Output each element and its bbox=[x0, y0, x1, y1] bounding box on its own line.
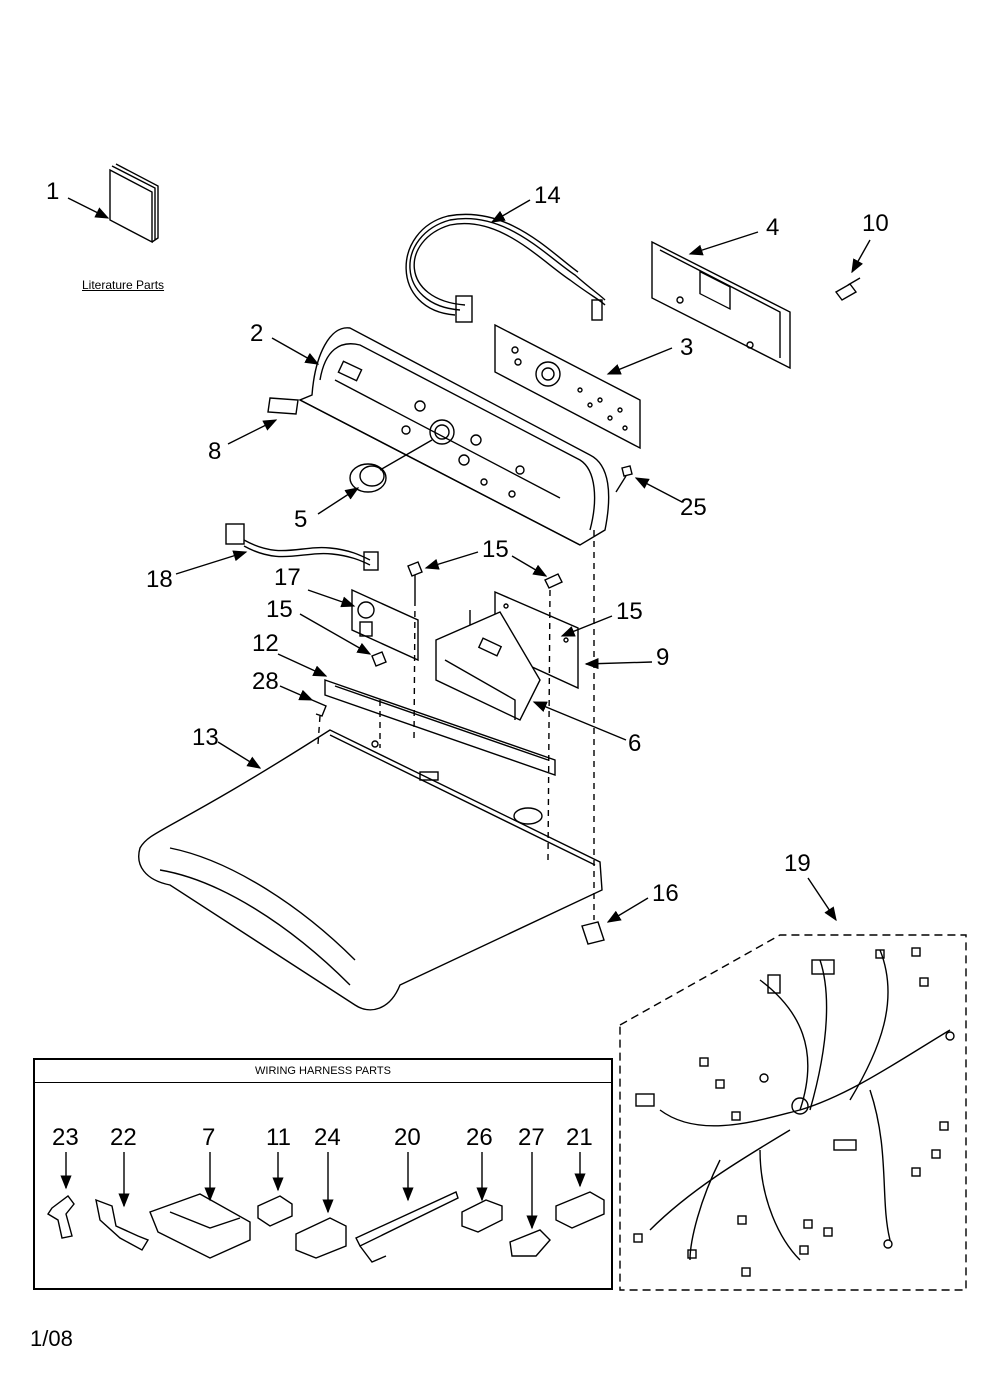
control-board-3-part bbox=[494, 323, 641, 450]
callout-11: 11 bbox=[266, 1124, 291, 1151]
screw-10-part bbox=[834, 277, 861, 301]
callout-2: 2 bbox=[250, 320, 264, 347]
wiring-harness-parts-box: WIRING HARNESS PARTS bbox=[33, 1058, 613, 1290]
callout-15a: 15 bbox=[482, 536, 509, 563]
callout-20: 20 bbox=[394, 1124, 421, 1151]
callout-25: 25 bbox=[680, 494, 707, 521]
callout-1: 1 bbox=[46, 178, 60, 205]
wiring-harness-title: WIRING HARNESS PARTS bbox=[35, 1060, 611, 1083]
callout-6: 6 bbox=[628, 730, 642, 757]
literature-booklet-part bbox=[109, 163, 159, 244]
callout-17: 17 bbox=[274, 564, 301, 591]
foot-16-part bbox=[581, 921, 605, 945]
callout-3: 3 bbox=[680, 334, 694, 361]
callout-15c: 15 bbox=[616, 598, 643, 625]
wire-harness-14-part bbox=[405, 213, 606, 323]
callout-23: 23 bbox=[52, 1124, 79, 1151]
switch-17-part bbox=[351, 588, 419, 662]
callout-16: 16 bbox=[652, 880, 679, 907]
callout-18: 18 bbox=[146, 566, 173, 593]
callout-4: 4 bbox=[766, 214, 780, 241]
controller-6-part bbox=[435, 611, 541, 721]
callout-5: 5 bbox=[294, 506, 308, 533]
callout-28: 28 bbox=[252, 668, 279, 695]
callout-19: 19 bbox=[784, 850, 811, 877]
callout-arrows bbox=[60, 197, 871, 1230]
callout-8: 8 bbox=[208, 438, 222, 465]
harness-19-part bbox=[619, 934, 967, 1291]
callout-24: 24 bbox=[314, 1124, 341, 1151]
top-cover-13-part bbox=[138, 729, 603, 1011]
callout-13: 13 bbox=[192, 724, 219, 751]
callout-26: 26 bbox=[466, 1124, 493, 1151]
knob-5-part bbox=[349, 439, 433, 493]
dashed-guides bbox=[317, 530, 595, 920]
callout-22: 22 bbox=[110, 1124, 137, 1151]
callout-21: 21 bbox=[566, 1124, 593, 1151]
callout-14: 14 bbox=[534, 182, 561, 209]
callout-12: 12 bbox=[252, 630, 279, 657]
wiring-harness-items bbox=[47, 1191, 605, 1263]
clip-28-part bbox=[311, 699, 327, 717]
wire-harness-18-part bbox=[225, 523, 379, 571]
callout-15b: 15 bbox=[266, 596, 293, 623]
console-2-part bbox=[298, 327, 610, 546]
callout-7: 7 bbox=[202, 1124, 216, 1151]
callout-10: 10 bbox=[862, 210, 889, 237]
label-8-part bbox=[267, 397, 299, 415]
screw-25-part bbox=[615, 465, 633, 493]
rail-12-part bbox=[324, 679, 556, 776]
callout-9: 9 bbox=[656, 644, 670, 671]
date-code: 1/08 bbox=[30, 1326, 73, 1351]
control-bracket-4-part bbox=[651, 240, 791, 370]
literature-parts-label: Literature Parts bbox=[82, 278, 165, 292]
callout-27: 27 bbox=[518, 1124, 545, 1151]
